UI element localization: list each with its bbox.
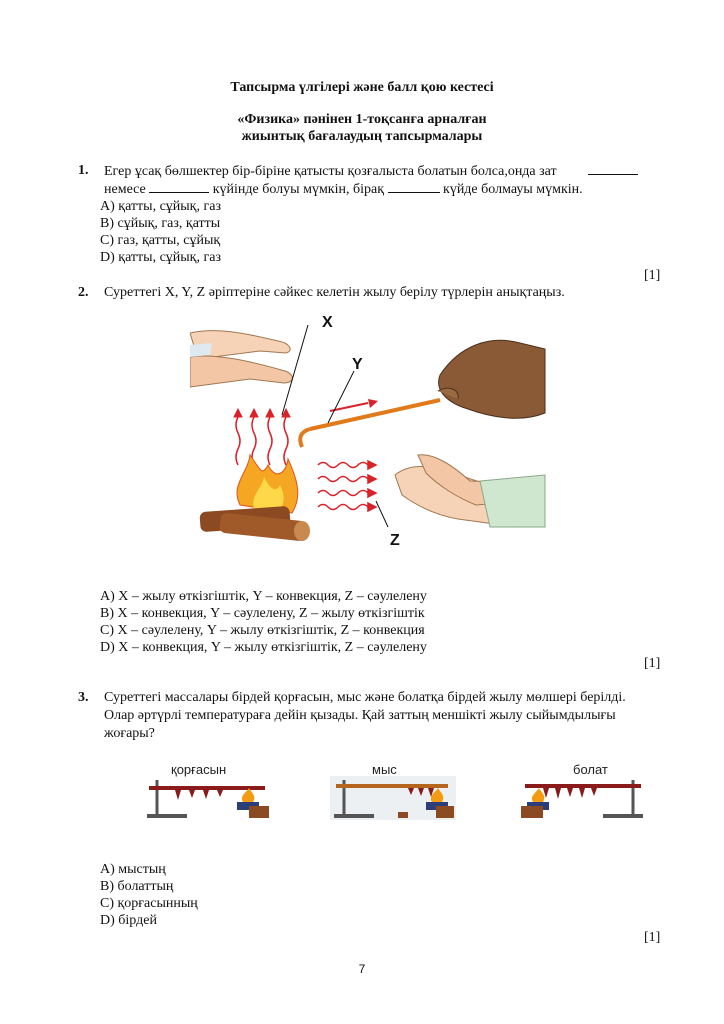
question-1-option-b: B) сұйық, газ, қатты <box>100 216 221 231</box>
question-2-option-d: D) X – конвекция, Y – жылу өткізгіштік, … <box>100 640 427 655</box>
leader-line-x <box>281 324 309 416</box>
question-1-text: Егер ұсақ бөлшектер бір-біріне қатысты қ… <box>104 164 557 179</box>
label-z: Z <box>390 532 400 549</box>
page-title: Тапсырма үлгілері және балл қою кестесі <box>230 80 494 95</box>
question-3-option-c: C) қорғасынның <box>100 896 198 911</box>
label-lead: қорғасын <box>171 762 226 777</box>
question-2-text: Суреттегі X, Y, Z әріптеріне сәйкес келе… <box>104 285 565 300</box>
hands-right-of-fire <box>394 454 546 528</box>
heated-rod <box>298 398 441 448</box>
gloved-hand <box>437 339 546 419</box>
hands-above-fire <box>190 330 293 388</box>
question-1-option-a: A) қатты, сұйық, газ <box>100 199 221 214</box>
question-3-option-a: A) мыстың <box>100 862 166 877</box>
apparatus-copper: мыс <box>330 762 456 820</box>
question-1-number: 1. <box>78 163 89 178</box>
label-steel: болат <box>573 762 608 777</box>
answer-blank-2 <box>149 181 210 193</box>
question-3-mark: [1] <box>644 930 661 945</box>
apparatus-lead: қорғасын <box>147 762 269 818</box>
question-1-line-1: Егер ұсақ бөлшектер бір-біріне қатысты қ… <box>104 163 639 180</box>
question-3-line-3: жоғары? <box>104 726 155 741</box>
question-2-option-a: A) X – жылу өткізгіштік, Y – конвекция, … <box>100 589 427 604</box>
label-copper: мыс <box>372 762 397 777</box>
question-2-option-c: C) X – сәулелену, Y – жылу өткізгіштік, … <box>100 623 425 638</box>
label-x: X <box>322 314 333 331</box>
radiation-waves <box>317 459 378 513</box>
page-number: 7 <box>358 962 366 976</box>
question-3-number: 3. <box>78 690 89 705</box>
answer-blank-3 <box>387 181 440 193</box>
leader-line-z <box>375 500 389 528</box>
question-2-mark: [1] <box>644 656 661 671</box>
campfire <box>199 453 310 541</box>
label-y: Y <box>352 356 363 373</box>
question-3-line-1: Суреттегі массалары бірдей қорғасын, мыс… <box>104 690 626 705</box>
convection-arrows <box>233 407 291 466</box>
question-2-number: 2. <box>78 285 89 300</box>
question-1-line-2: немесе күйінде болуы мүмкін, бірақ күйде… <box>104 181 583 197</box>
apparatus-steel: болат <box>521 762 643 818</box>
leader-line-y <box>327 370 355 424</box>
subtitle-line-1: «Физика» пәнінен 1-тоқсанға арналған <box>237 112 487 127</box>
question-1-option-d: D) қатты, сұйық, газ <box>100 250 221 265</box>
question-1-option-c: C) газ, қатты, сұйық <box>100 233 221 248</box>
question-3-line-2: Олар әртүрлі температураға дейін қызады.… <box>104 708 616 723</box>
question-3-option-b: B) болаттың <box>100 879 174 894</box>
question-3-option-d: D) бірдей <box>100 913 157 928</box>
answer-blank-1 <box>588 163 639 175</box>
question-2-option-b: B) X – конвекция, Y – сәулелену, Z – жыл… <box>100 606 425 621</box>
subtitle-line-2: жиынтық бағалаудың тапсырмалары <box>241 129 483 144</box>
heat-transfer-illustration: X Y Z <box>190 314 546 549</box>
question-1-mark: [1] <box>644 268 661 283</box>
